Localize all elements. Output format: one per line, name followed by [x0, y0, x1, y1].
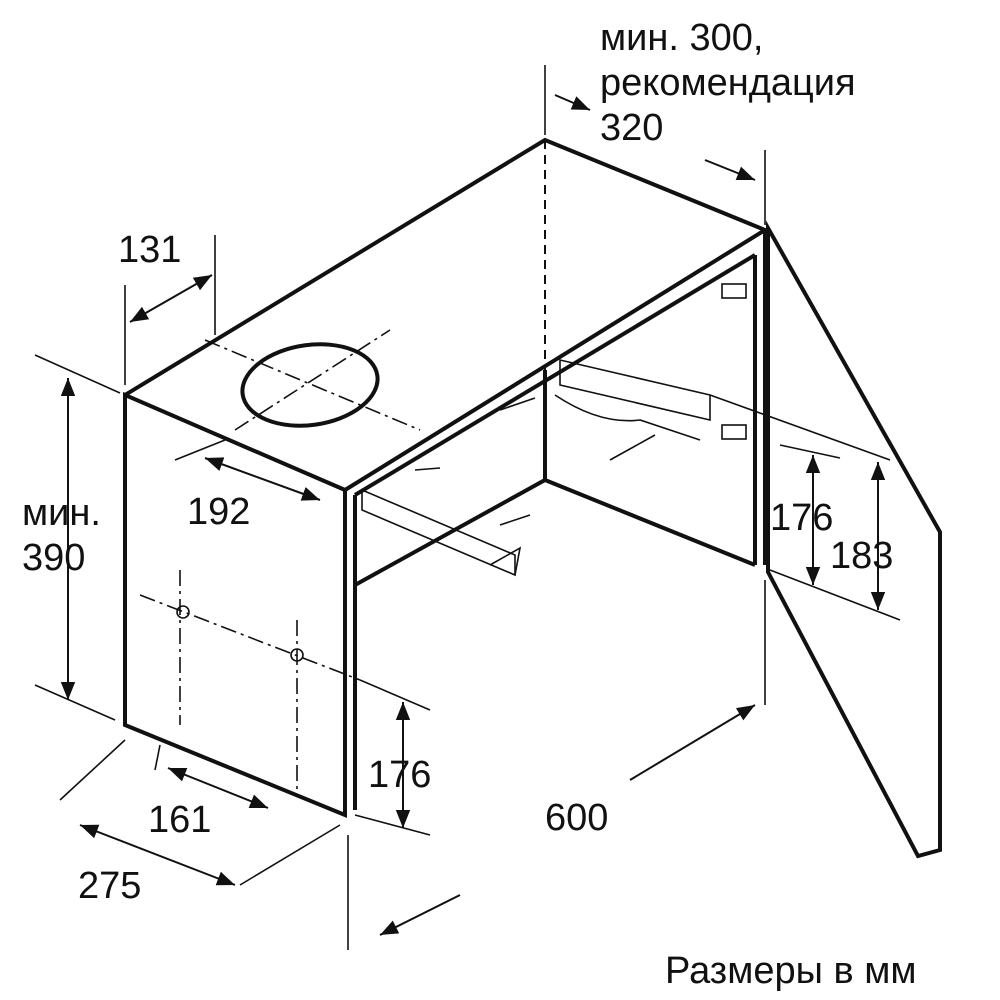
- wall-brackets: [361, 283, 747, 577]
- mounting-centerlines: [139, 570, 361, 790]
- depth-recommended-value: 320: [600, 107, 663, 149]
- units-note: Размеры в мм: [665, 950, 916, 992]
- width-600-label: 600: [545, 797, 608, 839]
- width-161-label: 161: [148, 799, 211, 841]
- bracket-176-right-label: 176: [770, 497, 833, 539]
- cabinet-outline: [123, 137, 770, 818]
- duct-opening: [204, 329, 421, 431]
- height-390-label: 390: [22, 537, 85, 579]
- door-panel: [766, 220, 942, 859]
- depth-min-label: мин. 300,: [600, 17, 763, 59]
- depth-recommendation-label: рекомендация: [600, 62, 856, 104]
- bracket-183-label: 183: [830, 535, 893, 577]
- width-192-label: 192: [187, 491, 250, 533]
- dimension-lines: [34, 65, 901, 950]
- depth-275-label: 275: [78, 865, 141, 907]
- height-min-label: мин.: [22, 492, 101, 534]
- offset-131-label: 131: [118, 229, 181, 271]
- bracket-176-left-label: 176: [368, 754, 431, 796]
